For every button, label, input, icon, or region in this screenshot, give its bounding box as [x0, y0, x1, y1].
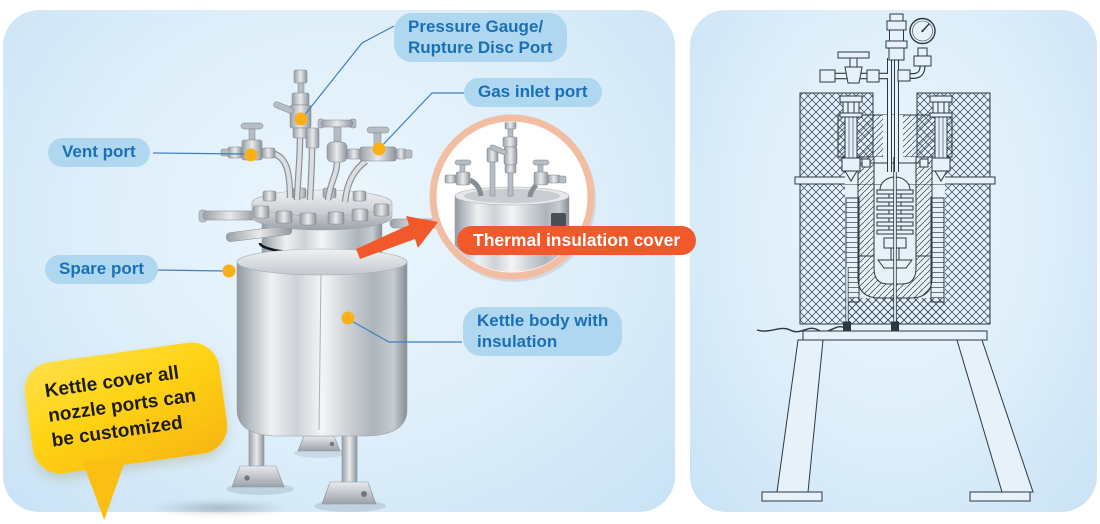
label-kettle-body: Kettle body with insulation — [463, 307, 623, 357]
label-spare-port: Spare port — [45, 255, 159, 284]
label-gas-inlet-port: Gas inlet port — [464, 78, 602, 107]
right-panel-technical-drawing — [690, 10, 1097, 512]
bubble-shadow — [150, 501, 290, 515]
label-pressure-gauge-port: Pressure Gauge/ Rupture Disc Port — [394, 13, 567, 63]
label-vent-port: Vent port — [48, 138, 150, 167]
label-thermal-insulation-cover: Thermal insulation cover — [457, 226, 697, 256]
